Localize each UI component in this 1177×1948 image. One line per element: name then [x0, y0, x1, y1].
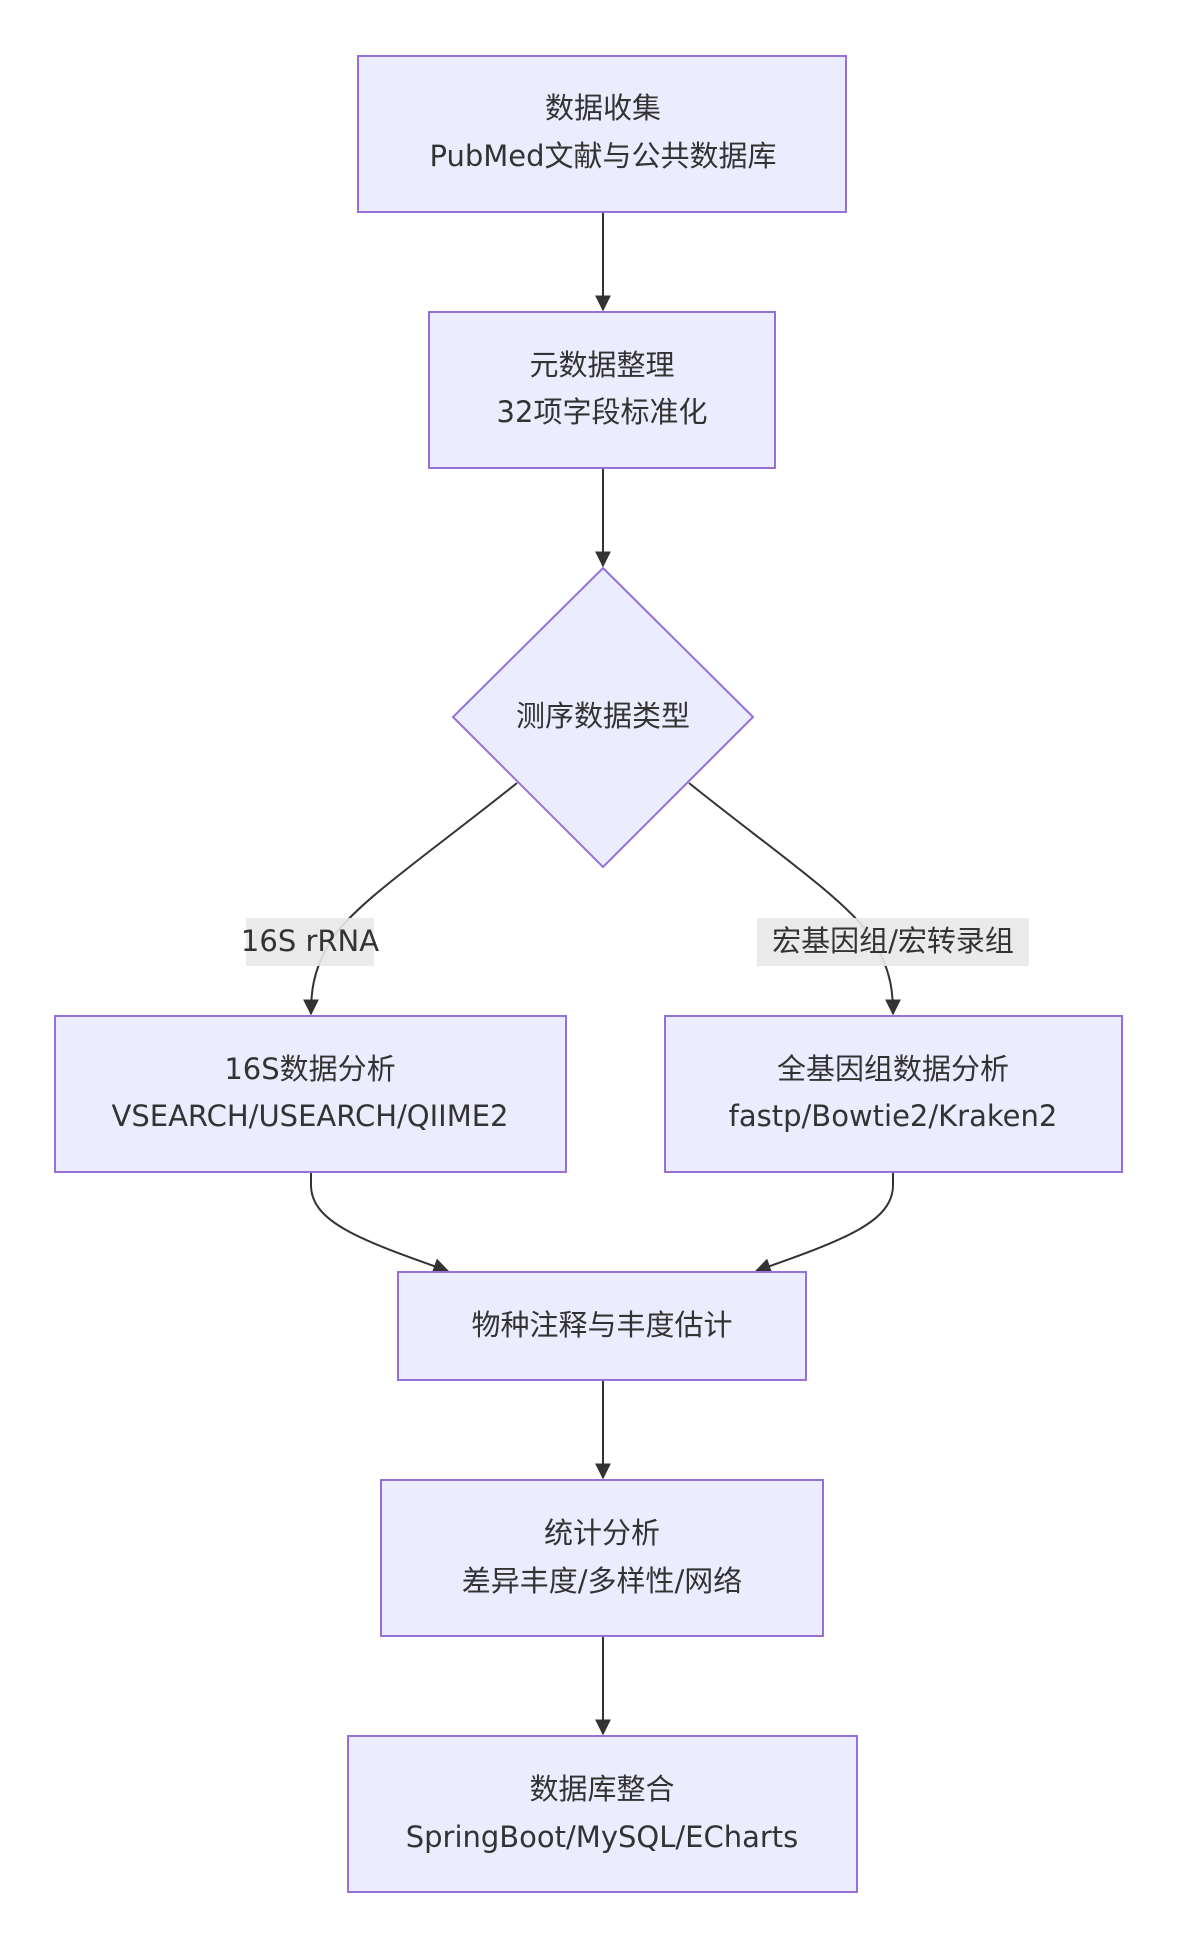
node-subtitle: PubMed文献与公共数据库 — [429, 139, 776, 173]
node-subtitle: fastp/Bowtie2/Kraken2 — [729, 1099, 1058, 1133]
node-box — [397, 1271, 807, 1381]
node-title: 全基因组数据分析 — [777, 1052, 1009, 1086]
decision-diamond — [451, 566, 755, 869]
node-title: 数据库整合 — [529, 1772, 674, 1806]
edge-16s-annot — [310, 1172, 450, 1274]
edge-label-wgs: 宏基因组/宏转录组 — [757, 918, 1029, 966]
node-data-collection[interactable]: 数据收集 PubMed文献与公共数据库 — [357, 55, 847, 213]
node-box — [357, 55, 847, 213]
edge-decision-16s — [303, 782, 518, 1016]
edge-label-background — [757, 918, 1029, 966]
node-title: 16S数据分析 — [224, 1052, 395, 1086]
node-box — [664, 1015, 1123, 1173]
node-sequencing-type-decision[interactable]: 测序数据类型 — [451, 566, 755, 869]
node-title: 测序数据类型 — [516, 699, 690, 733]
node-taxonomic-annotation[interactable]: 物种注释与丰度估计 — [397, 1271, 807, 1381]
node-title: 数据收集 — [545, 91, 661, 125]
edge-decision-wgs — [688, 782, 901, 1016]
node-title: 元数据整理 — [529, 348, 674, 382]
edge-label-text: 宏基因组/宏转录组 — [772, 924, 1014, 958]
edge-label-text: 16S rRNA — [241, 924, 379, 958]
node-box — [54, 1015, 567, 1173]
node-title: 物种注释与丰度估计 — [471, 1308, 732, 1342]
node-box — [380, 1479, 824, 1637]
node-title: 统计分析 — [544, 1516, 660, 1550]
node-database-integration[interactable]: 数据库整合 SpringBoot/MySQL/ECharts — [347, 1735, 858, 1893]
node-statistical-analysis[interactable]: 统计分析 差异丰度/多样性/网络 — [380, 1479, 824, 1637]
node-box — [428, 311, 776, 469]
node-wgs-analysis[interactable]: 全基因组数据分析 fastp/Bowtie2/Kraken2 — [664, 1015, 1123, 1173]
edge-label-16s: 16S rRNA — [241, 918, 379, 966]
node-16s-analysis[interactable]: 16S数据分析 VSEARCH/USEARCH/QIIME2 — [54, 1015, 567, 1173]
node-subtitle: SpringBoot/MySQL/ECharts — [406, 1820, 799, 1854]
node-subtitle: 32项字段标准化 — [497, 395, 708, 429]
node-subtitle: 差异丰度/多样性/网络 — [462, 1564, 743, 1598]
node-subtitle: VSEARCH/USEARCH/QIIME2 — [112, 1099, 509, 1133]
node-box — [347, 1735, 858, 1893]
node-metadata-curation[interactable]: 元数据整理 32项字段标准化 — [428, 311, 776, 469]
edge-wgs-annot — [754, 1172, 894, 1274]
edge-label-background — [246, 918, 374, 966]
